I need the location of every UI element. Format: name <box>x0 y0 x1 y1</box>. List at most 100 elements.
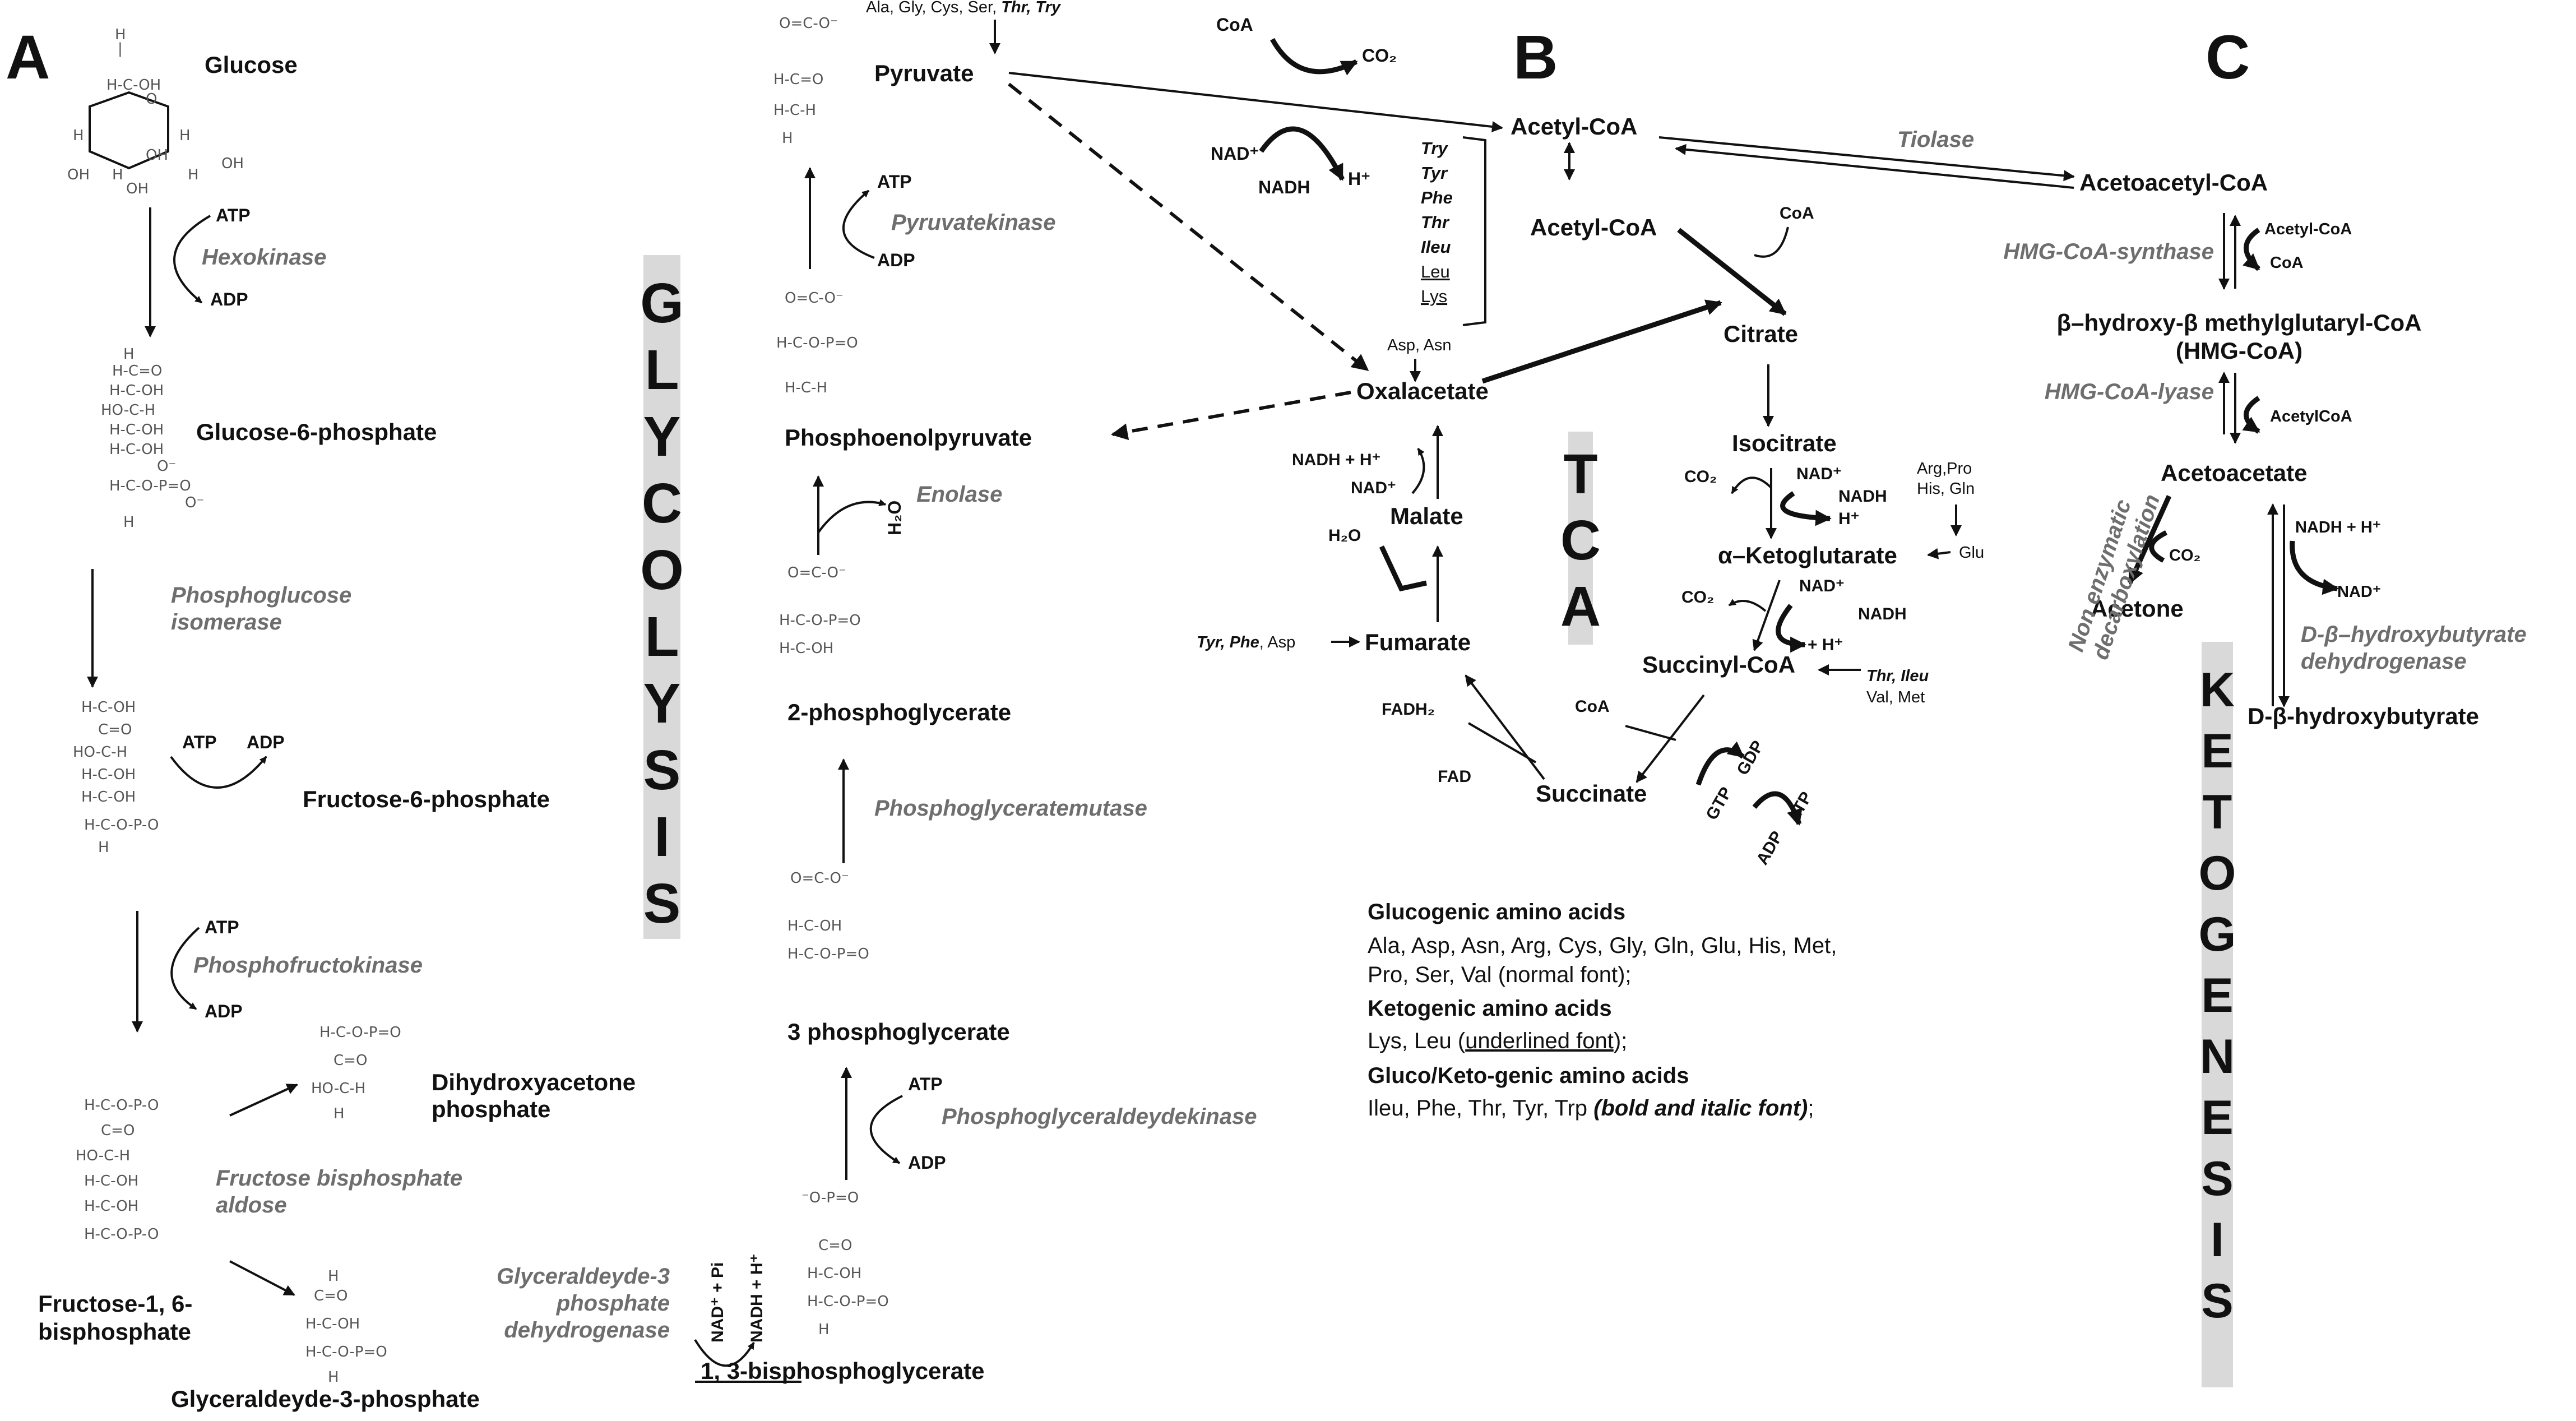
enolase-label: Enolase <box>916 482 1002 507</box>
svg-text:H-C-O-P=O: H-C-O-P=O <box>109 478 191 494</box>
svg-text:H-C-O-P=O: H-C-O-P=O <box>319 1024 401 1041</box>
svg-text:⁻O-P=O: ⁻O-P=O <box>801 1189 859 1206</box>
svg-text:C=O: C=O <box>101 1122 135 1139</box>
1-3-bisphosphoglycerate-label: 1, 3-bisphosphoglycerate <box>701 1358 984 1384</box>
fumarate-label: Fumarate <box>1365 629 1471 655</box>
scs-coa-line <box>1625 725 1676 741</box>
phosphoenolpyruvate-label: Phosphoenolpyruvate <box>785 424 1032 451</box>
acetoacetyl-coa-to-acetyl-coa-arrow <box>1675 144 2074 189</box>
svg-text:H-C-O-P=O: H-C-O-P=O <box>779 612 861 629</box>
svg-text:O⁻: O⁻ <box>185 494 204 511</box>
fadh2-label: FADH₂ <box>1382 700 1435 719</box>
oxaloacetate-to-citrate-arrow <box>1481 299 1722 384</box>
pep-structure-icon: O=C-O⁻ H-C-O-P=O H-C-H <box>776 290 858 396</box>
svg-text:H-C-H: H-C-H <box>773 102 816 119</box>
nadh-h-label-gapdh: NADH + H⁺ <box>748 1254 766 1343</box>
svg-text:H-C-OH: H-C-OH <box>106 77 161 94</box>
svg-text:OH: OH <box>146 147 168 164</box>
glycolysis-title-letter: G <box>640 272 684 335</box>
ketogenesis-title-letter: O <box>2199 846 2236 900</box>
ketogenesis-title-letter: E <box>2201 724 2233 778</box>
svg-text:H: H <box>818 1321 830 1338</box>
svg-text:O=C-O⁻: O=C-O⁻ <box>787 564 846 581</box>
svg-text:H-C-OH: H-C-OH <box>779 640 833 657</box>
nad-label-idh: NAD⁺ <box>1796 465 1842 483</box>
atp-label-pfk: ATP <box>205 917 239 937</box>
acetyl-coa-aa-item: Leu <box>1421 262 1450 281</box>
pfk-atp-curve <box>170 927 200 1010</box>
h-label-idh: H⁺ <box>1838 510 1860 528</box>
svg-text:OH: OH <box>221 155 244 172</box>
hmgcl-acetylcoa-curve <box>2242 396 2260 434</box>
legend-ketogenic-list: Lys, Leu (underlined font); <box>1368 1029 1627 1053</box>
svg-text:O=C-O⁻: O=C-O⁻ <box>790 870 849 887</box>
tiolase-label: Tiolase <box>1897 127 1974 152</box>
adp-label-scs: ADP <box>1753 828 1786 868</box>
co2-label-idh: CO₂ <box>1684 468 1717 486</box>
acetyl-coa-aa-item: Ileu <box>1421 237 1451 257</box>
svg-text:H-C=O: H-C=O <box>773 71 823 88</box>
citrate-coa-curve <box>1754 226 1789 258</box>
akgdh-nad-curve <box>1776 604 1806 653</box>
ketogenesis-title-letter: E <box>2201 1091 2233 1145</box>
svg-text:H-C-OH: H-C-OH <box>81 766 136 783</box>
succinate-label: Succinate <box>1536 780 1647 807</box>
fumarate-aa-input: Tyr, Phe, Asp <box>1197 633 1295 651</box>
idh-nad-curve <box>1780 491 1832 526</box>
coa-label-citrate: CoA <box>1780 204 1814 223</box>
glu-to-akg-arrow <box>1927 548 1951 559</box>
akgdh-co2-curve <box>1728 599 1767 612</box>
acetyl-coa-label: Acetyl-CoA <box>1530 214 1657 240</box>
oxaloacetate-aa-input: Asp, Asn <box>1387 336 1451 354</box>
acetyl-coa-to-acetoacetyl-coa-arrow <box>1658 136 2075 182</box>
dhap-structure-icon: H-C-O-P=O C=O HO-C-H H <box>311 1024 401 1122</box>
svg-text:H: H <box>179 127 191 144</box>
tca-title-band <box>1568 432 1593 645</box>
glycolysis-title-letter: S <box>643 872 681 935</box>
h-label-pdh: H⁺ <box>1348 169 1370 189</box>
oxaloacetate-to-pep-dashed-arrow <box>1111 391 1351 441</box>
legend-glucoketo-list: Ileu, Phe, Thr, Tyr, Trp (bold and itali… <box>1368 1096 1814 1121</box>
oxaloacetate-label: Oxalacetate <box>1356 378 1489 404</box>
ketogenesis-title-letter: N <box>2200 1030 2235 1084</box>
scs-adp-atp-curve <box>1752 791 1803 826</box>
pyruvate-to-acetyl-coa-arrow <box>1008 72 1503 132</box>
co2-label-decarb: CO₂ <box>2169 547 2200 564</box>
1-3-bisphosphoglycerate-structure-icon: ⁻O-P=O C=O H-C-OH H-C-O-P=O H <box>801 1189 889 1338</box>
malate-label: Malate <box>1390 503 1463 529</box>
svg-text:HO-C-H: HO-C-H <box>76 1147 130 1164</box>
scs-gtp-gdp-curve <box>1695 741 1745 786</box>
svg-text:HO-C-H: HO-C-H <box>101 402 155 419</box>
bdh-nadh-curve <box>2290 540 2339 595</box>
svg-text:H-C-OH: H-C-OH <box>84 1173 138 1189</box>
isocitrate-label: Isocitrate <box>1732 430 1837 456</box>
svg-text:H-C-O-P=O: H-C-O-P=O <box>807 1293 889 1310</box>
ketogenesis-title-letter: S <box>2201 1152 2233 1206</box>
acetyl-coa-aa-item: Tyr <box>1421 163 1448 183</box>
adp-label-f6p: ADP <box>247 732 285 752</box>
citrate-label: Citrate <box>1723 321 1798 347</box>
pyruvate-aa-input: Ala, Gly, Cys, Ser, Thr, Try <box>866 0 1062 16</box>
3-phosphoglycerate-structure-icon: O=C-O⁻ H-C-OH H-C-O-P=O <box>787 870 869 962</box>
fructose-1-6-bisphosphate-label: Fructose-1, 6-bisphosphate <box>38 1290 192 1345</box>
svg-text:HO-C-H: HO-C-H <box>73 744 127 761</box>
gapdh-nad-curve <box>694 1339 755 1367</box>
nadh-label-idh: NADH <box>1838 487 1887 506</box>
ketogenesis-title-band <box>2202 642 2233 1387</box>
adp-label-pfk: ADP <box>205 1001 243 1021</box>
svg-text:O=C-O⁻: O=C-O⁻ <box>779 15 838 32</box>
svg-text:H-C-O-P-O: H-C-O-P-O <box>84 1097 159 1114</box>
fructose-6-phosphate-label: Fructose-6-phosphate <box>303 786 550 812</box>
svg-text:H: H <box>328 1268 339 1285</box>
svg-text:H-C-O-P-O: H-C-O-P-O <box>84 1226 159 1243</box>
hexokinase-atp-curve <box>173 215 211 304</box>
adp-label-pk: ADP <box>877 250 915 270</box>
svg-text:O⁻: O⁻ <box>157 458 176 475</box>
atp-label-hexokinase: ATP <box>216 205 251 225</box>
